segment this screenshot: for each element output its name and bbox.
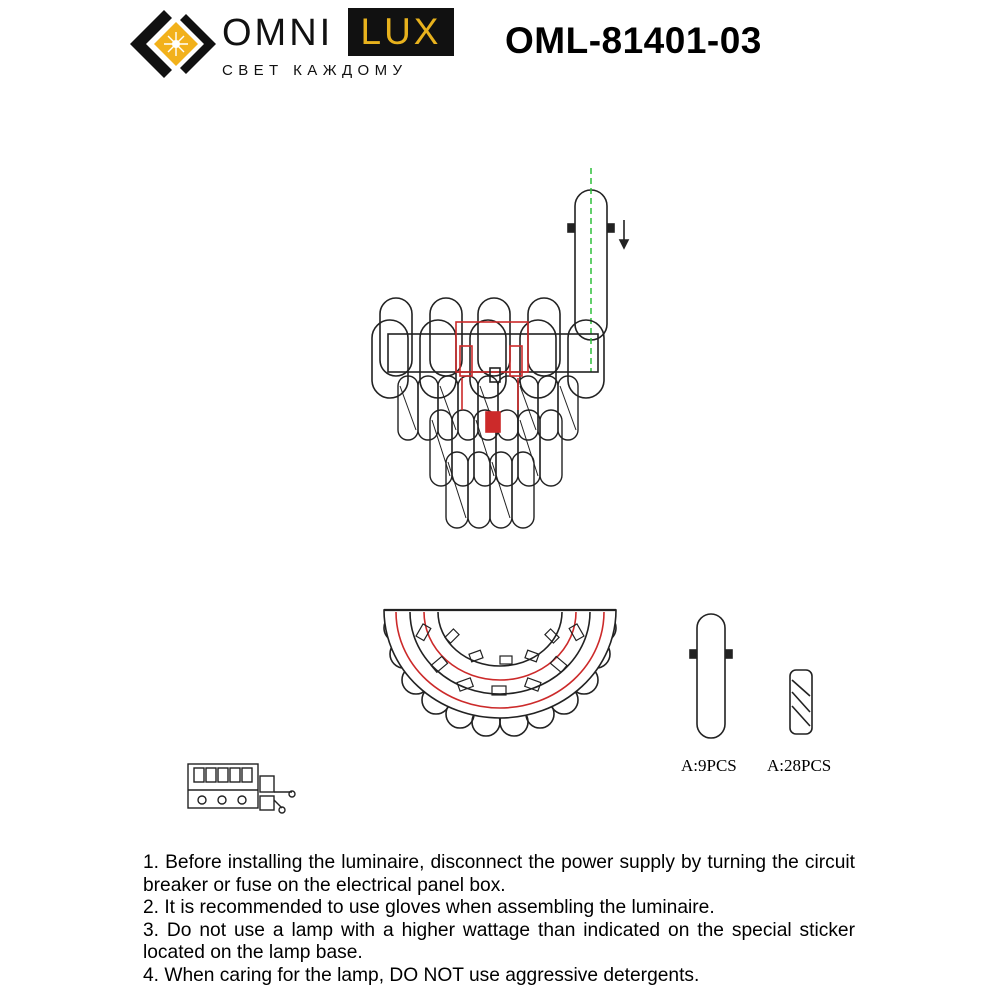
part-a-shade-quantity: A:9PCS — [681, 756, 737, 775]
brand-name-lux: LUX — [348, 8, 454, 56]
part-shade-icon — [689, 613, 733, 739]
luminaire-technical-drawing — [187, 168, 813, 814]
instruction-item: 3. Do not use a lamp with a higher watta… — [143, 919, 855, 964]
model-number: OML-81401-03 — [505, 20, 762, 61]
instruction-item: 4. When caring for the lamp, DO NOT use … — [143, 964, 700, 986]
part-a-crystal-quantity: A:28PCS — [767, 756, 832, 775]
omnilux-logo-icon — [130, 10, 216, 78]
crystal-hatching — [399, 385, 577, 519]
top-view-drawing — [383, 608, 617, 737]
instruction-item: 2. It is recommended to use gloves when … — [143, 897, 715, 918]
brand-tagline: СВЕТ КАЖДОМУ — [222, 62, 408, 79]
front-view-drawing — [371, 168, 630, 529]
part-crystal-icon — [789, 669, 813, 735]
internal-frame — [455, 321, 529, 433]
installation-instructions: 1. Before installing the luminaire, disc… — [143, 852, 855, 987]
brand-name-omni: OMNI — [222, 12, 334, 54]
instruction-item: 1. Before installing the luminaire, disc… — [143, 852, 855, 896]
terminal-block-icon — [187, 763, 296, 814]
